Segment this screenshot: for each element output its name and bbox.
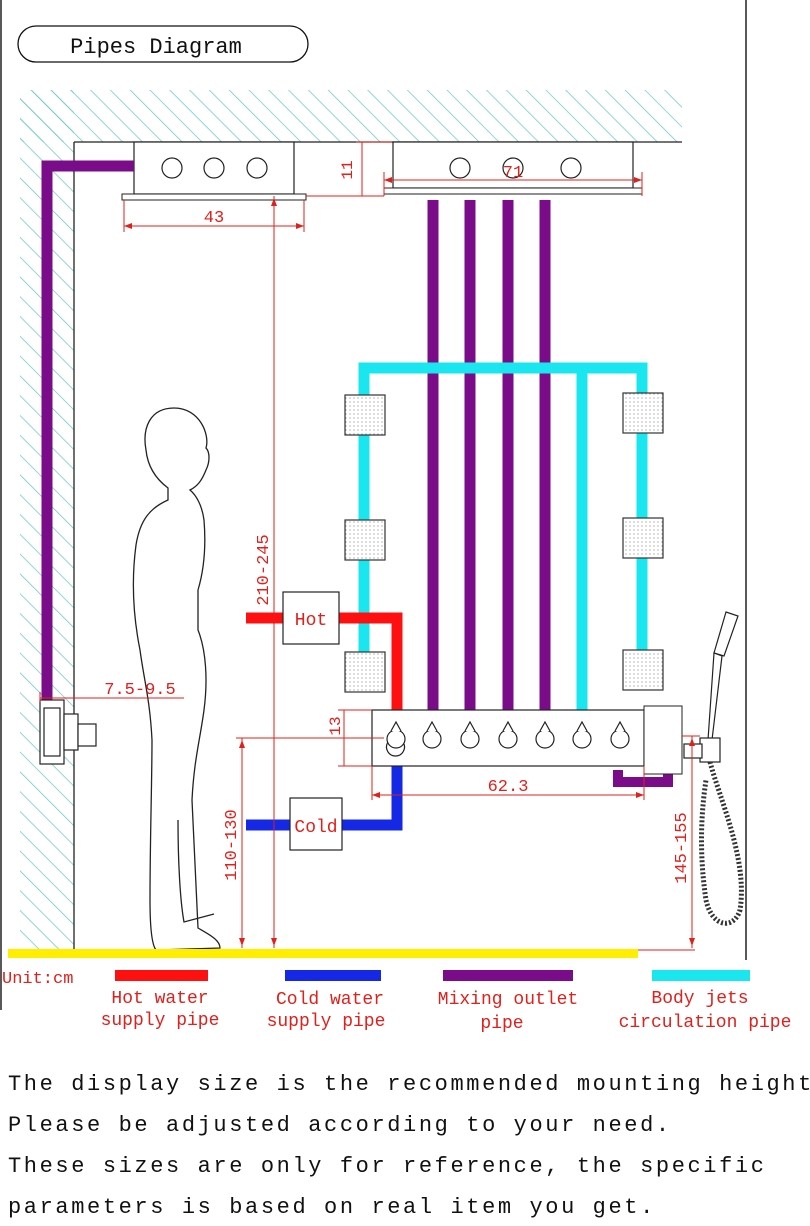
legend-swatch-mixing [443, 970, 573, 981]
legend-swatch-hot [115, 970, 208, 981]
legend-hot-line2: supply pipe [101, 1011, 220, 1031]
note-line-3: These sizes are only for reference, the … [8, 1154, 767, 1179]
thermostatic-control-panel [371, 705, 683, 775]
ceiling-hatch [20, 90, 682, 142]
legend-swatch-jets [652, 970, 750, 981]
legend-hot-line1: Hot water [111, 989, 208, 1009]
cold-label: Cold [294, 818, 337, 838]
page-title: Pipes Diagram [70, 35, 242, 60]
legend-cold-line1: Cold water [276, 990, 384, 1010]
mixing-outlet-pipes [427, 200, 551, 710]
control-width-label: 62.3 [488, 778, 529, 797]
cold-label-box: Cold [289, 797, 343, 851]
wall-offset-label: 7.5-9.5 [104, 681, 175, 700]
body-jets-circulation-pipe [358, 362, 648, 655]
legend-mixing-line2: pipe [480, 1014, 523, 1034]
dimension-ceiling-panel-width [383, 172, 643, 196]
handshower-icon [683, 611, 744, 926]
ceiling-panel-width-label: 71 [503, 164, 523, 183]
dimension-control-mount-height [236, 737, 384, 948]
legend-swatch-cold [285, 970, 381, 981]
hot-label-box: Hot [282, 591, 340, 645]
legend-jets-line1: Body jets [651, 989, 748, 1009]
wall-mixer-valve [39, 699, 97, 765]
dimension-wall-offset [39, 692, 184, 702]
title-badge: Pipes Diagram [17, 25, 309, 63]
dimension-handshower-height [682, 735, 700, 948]
legend-mixing-line1: Mixing outlet [438, 990, 578, 1010]
dimension-top-panel-thickness [306, 141, 392, 197]
total-height-label: 210-245 [255, 534, 274, 605]
unit-label: Unit:cm [2, 970, 73, 989]
top-panel-width-label: 43 [204, 209, 224, 228]
top-left-shower-panel [121, 141, 307, 201]
floor-line [8, 949, 638, 958]
handshower-height-label: 145-155 [673, 812, 692, 883]
top-panel-thickness-label: 11 [339, 160, 357, 179]
control-height-label: 13 [327, 716, 345, 735]
note-line-4: parameters is based on real item you get… [8, 1195, 656, 1220]
human-figure [132, 407, 221, 951]
legend-jets-line2: circulation pipe [619, 1013, 792, 1033]
dimension-total-height [271, 196, 277, 948]
note-line-1: The display size is the recommended moun… [8, 1072, 810, 1097]
note-line-2: Please be adjusted according to your nee… [8, 1113, 672, 1138]
mixing-pipe-wall-feed [41, 160, 134, 720]
hot-label: Hot [295, 611, 327, 631]
body-jets [344, 392, 664, 693]
dimension-control-width [371, 766, 645, 800]
control-mount-height-label: 110-130 [223, 809, 242, 880]
legend: Hot water supply pipe Cold water supply … [101, 970, 792, 1034]
legend-cold-line2: supply pipe [267, 1012, 386, 1032]
